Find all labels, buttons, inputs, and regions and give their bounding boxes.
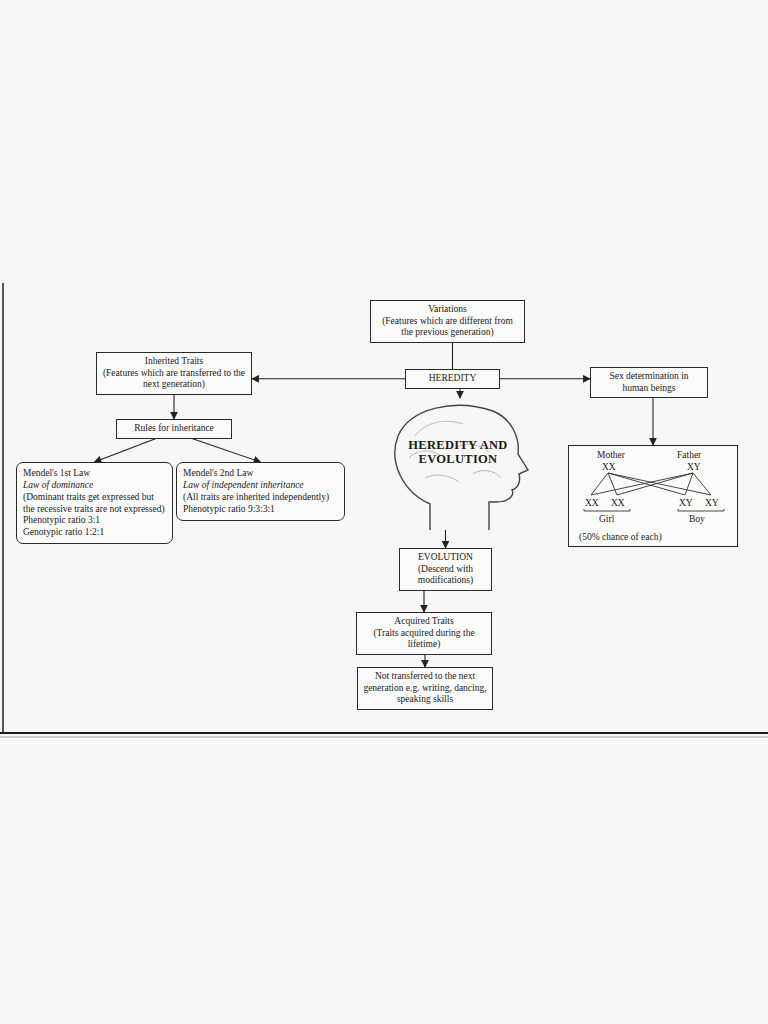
- box-text: (Descend with modifications): [405, 564, 486, 587]
- box-text: Law of independent inheritance: [183, 480, 338, 492]
- diagram-label: Girl: [599, 514, 614, 526]
- cross-line: [685, 473, 693, 495]
- head-illustration: HEREDITY AND EVOLUTION: [385, 398, 535, 530]
- cross-line: [608, 473, 685, 495]
- box-heading: Sex determination in human beings: [596, 371, 702, 394]
- box-heading: HEREDITY: [411, 373, 494, 385]
- box-heading: Mendel's 1st Law: [23, 468, 166, 480]
- box-text: Phenotypic ratio 3:1: [23, 515, 166, 527]
- cross-line: [617, 473, 693, 495]
- frame-line: [0, 737, 768, 738]
- process-box: EVOLUTION(Descend with modifications): [399, 548, 492, 591]
- box-heading: Rules for inheritance: [122, 423, 226, 435]
- cross-lines: [568, 445, 738, 547]
- process-box: Acquired Traits(Traits acquired during t…: [356, 612, 492, 655]
- connector: [252, 378, 405, 379]
- connector: [423, 591, 424, 612]
- process-box: Not transferred to the next generation e…: [357, 667, 493, 710]
- box-text: (Dominant traits get expressed but the r…: [23, 492, 166, 515]
- process-box: Sex determination in human beings: [590, 367, 708, 398]
- diagram-label: XX: [585, 498, 599, 510]
- diagram-label: XY: [687, 462, 701, 474]
- frame-line: [0, 732, 768, 734]
- box-heading: Acquired Traits: [362, 616, 486, 628]
- cross-line: [693, 473, 711, 495]
- connector: [459, 389, 460, 398]
- process-box: HEREDITY: [405, 369, 500, 389]
- diagram-label: Boy: [689, 514, 705, 526]
- connector: [192, 439, 261, 462]
- head-profile: [395, 405, 528, 530]
- process-box: Inherited Traits(Features which are tran…: [96, 352, 252, 395]
- box-heading: EVOLUTION: [405, 552, 486, 564]
- connector: [452, 343, 453, 369]
- box-text: Phenotypic ratio 9:3:3:1: [183, 504, 338, 516]
- connector: [95, 439, 157, 462]
- law-box: Mendel's 2nd LawLaw of independent inher…: [176, 462, 345, 521]
- box-heading: HEREDITY AND EVOLUTION: [399, 438, 517, 467]
- connector: [445, 530, 446, 548]
- connector: [652, 398, 653, 445]
- variations-box: Variations(Features which are different …: [370, 300, 525, 343]
- frame-line: [2, 283, 4, 733]
- box-text: (Features which are different from the p…: [376, 316, 519, 339]
- diagram-label: (50% chance of each): [579, 532, 662, 544]
- box-text: (Traits acquired during the lifetime): [362, 628, 486, 651]
- process-box: Rules for inheritance: [116, 419, 232, 439]
- cross-line: [608, 473, 617, 495]
- diagram-label: Mother: [597, 450, 625, 462]
- diagram-label: XY: [705, 498, 719, 510]
- connector: [500, 378, 590, 379]
- box-heading: Not transferred to the next generation e…: [363, 671, 487, 706]
- box-heading: Variations: [376, 304, 519, 316]
- diagram-label: XY: [679, 498, 693, 510]
- cross-line: [608, 473, 711, 495]
- box-heading: Mendel's 2nd Law: [183, 468, 338, 480]
- diagram-label: Father: [677, 450, 701, 462]
- box-text: Law of dominance: [23, 480, 166, 492]
- bracket: [584, 509, 630, 511]
- box-text: Genotypic ratio 1:2:1: [23, 527, 166, 539]
- box-text: (Features which are transferred to the n…: [102, 368, 246, 391]
- box-heading: Inherited Traits: [102, 356, 246, 368]
- box-text: (All traits are inherited independently): [183, 492, 338, 504]
- diagram-label: XX: [602, 462, 616, 474]
- cross-line: [591, 473, 693, 495]
- connector: [424, 655, 425, 667]
- connector: [173, 395, 174, 419]
- sex-diagram-box: Mother FatherXX XY XX XX XY XY Girl Boy (50% chan…: [568, 445, 738, 547]
- diagram-label: XX: [611, 498, 625, 510]
- bracket: [678, 509, 724, 511]
- law-box: Mendel's 1st LawLaw of dominance(Dominan…: [16, 462, 173, 544]
